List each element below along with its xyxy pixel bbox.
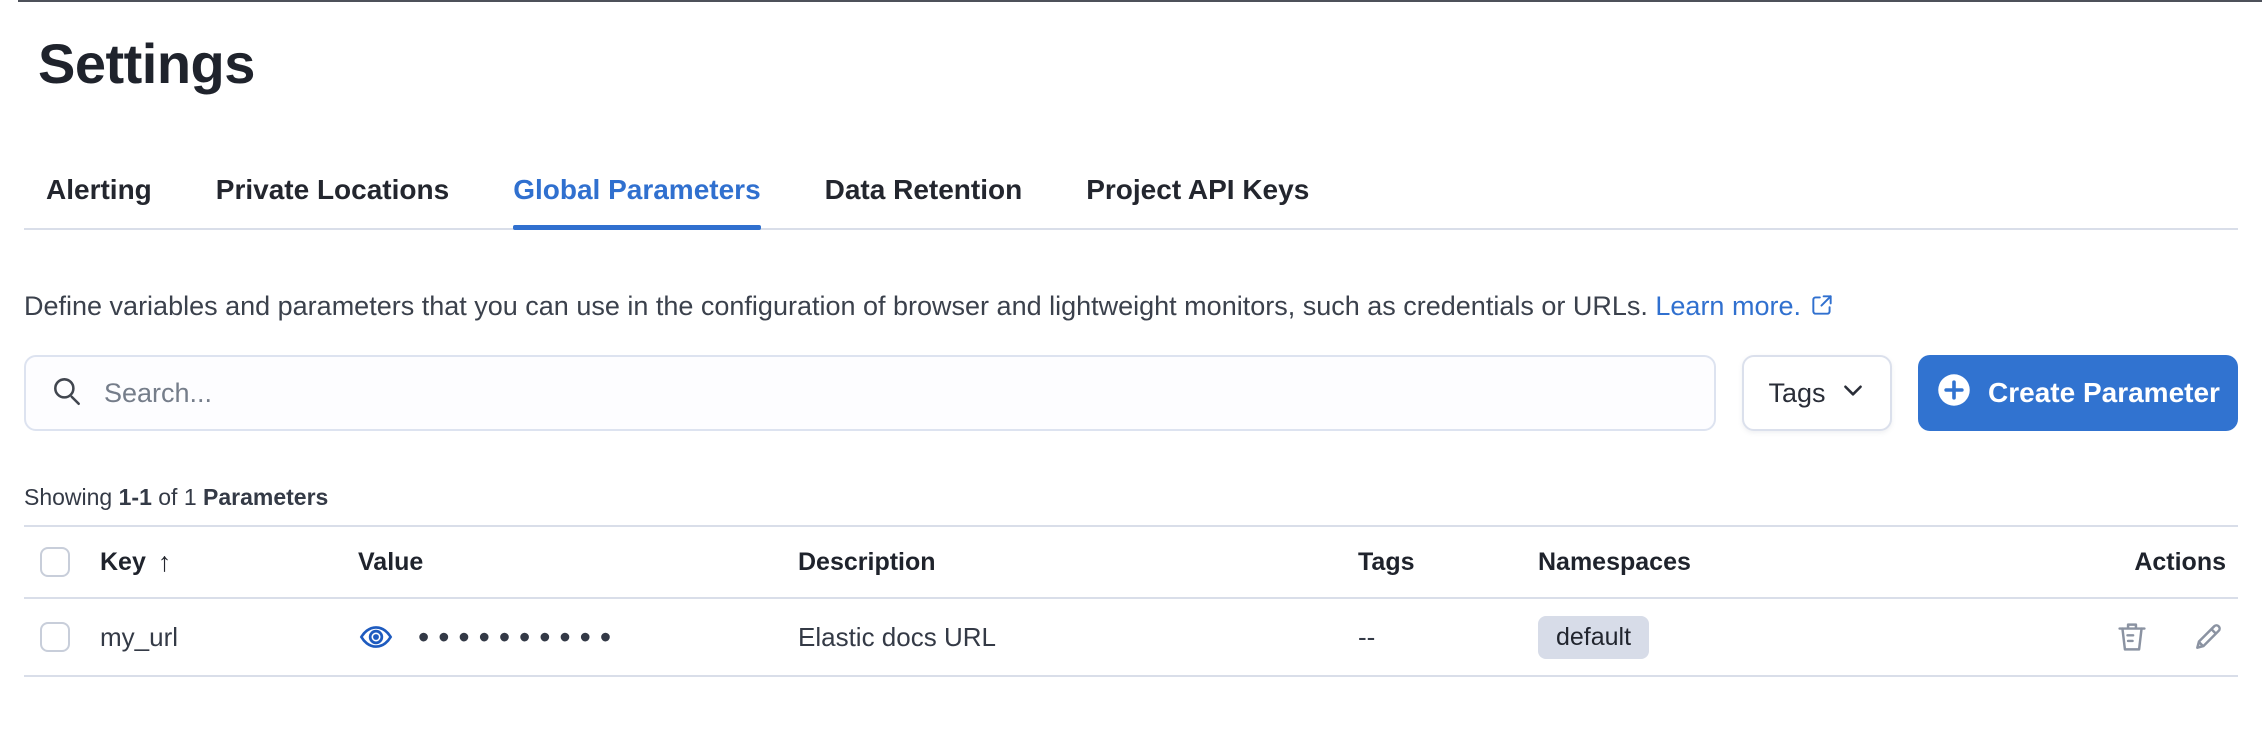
tab-global-parameters[interactable]: Global Parameters — [513, 174, 762, 230]
select-all-checkbox[interactable] — [40, 547, 70, 577]
row-checkbox[interactable] — [40, 622, 70, 652]
column-header-namespaces: Namespaces — [1538, 547, 1691, 576]
table-header-row: Key ↑ Value Description Tags Namespaces … — [24, 525, 2238, 599]
summary-prefix: Showing — [24, 484, 113, 510]
window-top-edge — [18, 0, 2262, 2]
column-header-value: Value — [358, 547, 424, 576]
create-parameter-label: Create Parameter — [1988, 377, 2220, 408]
description-text: Define variables and parameters that you… — [24, 282, 2184, 333]
pencil-icon — [2190, 624, 2226, 658]
delete-parameter-button[interactable] — [2114, 619, 2150, 655]
summary-range: 1-1 — [118, 484, 152, 510]
row-tags: -- — [1358, 621, 1376, 652]
row-description: Elastic docs URL — [798, 621, 996, 652]
summary-entity: Parameters — [203, 484, 329, 510]
row-namespaces: default — [1524, 615, 1984, 659]
tab-project-api-keys[interactable]: Project API Keys — [1086, 174, 1310, 205]
trash-icon — [2114, 623, 2150, 658]
create-parameter-button[interactable]: Create Parameter — [1918, 355, 2238, 431]
masked-value: •••••••••• — [418, 619, 621, 655]
page-title: Settings — [38, 32, 255, 95]
namespace-badge: default — [1538, 615, 1650, 659]
row-key: my_url — [100, 621, 179, 652]
results-summary: Showing 1-1 of 1 Parameters — [24, 481, 2238, 513]
search-box[interactable] — [24, 355, 1716, 431]
row-value: •••••••••• — [344, 619, 784, 655]
column-header-description: Description — [798, 547, 936, 576]
search-input[interactable] — [104, 377, 1690, 409]
tabs-bar: Alerting Private Locations Global Parame… — [24, 174, 2238, 230]
edit-parameter-button[interactable] — [2190, 619, 2226, 655]
column-header-tags: Tags — [1358, 547, 1415, 576]
tab-alerting[interactable]: Alerting — [46, 174, 152, 205]
external-link-icon — [1809, 285, 1835, 333]
toolbar: Tags Create Parameter — [24, 355, 2238, 431]
column-header-key-label: Key — [100, 547, 146, 576]
summary-middle: of 1 — [158, 484, 197, 510]
column-header-key[interactable]: Key ↑ — [86, 547, 344, 578]
tab-private-locations[interactable]: Private Locations — [215, 174, 450, 205]
sort-ascending-icon: ↑ — [157, 546, 172, 577]
settings-page: Settings Alerting Private Locations Glob… — [0, 26, 2262, 677]
description-body: Define variables and parameters that you… — [24, 291, 1648, 321]
learn-more-link[interactable]: Learn more. — [1655, 291, 1835, 321]
tab-data-retention[interactable]: Data Retention — [824, 174, 1023, 205]
chevron-down-icon — [1840, 377, 1866, 410]
tags-filter-label: Tags — [1768, 377, 1826, 408]
plus-in-circle-icon — [1936, 372, 1972, 415]
eye-icon — [358, 626, 394, 658]
column-header-actions: Actions — [2134, 547, 2226, 576]
search-icon — [50, 374, 84, 413]
table-row: my_url •••••••••• Elastic docs URL -- de… — [24, 599, 2238, 677]
tags-filter-button[interactable]: Tags — [1742, 355, 1892, 431]
reveal-value-button[interactable] — [358, 619, 394, 655]
parameters-table: Key ↑ Value Description Tags Namespaces … — [24, 525, 2238, 677]
row-actions — [1984, 619, 2238, 655]
learn-more-label: Learn more. — [1655, 291, 1801, 321]
